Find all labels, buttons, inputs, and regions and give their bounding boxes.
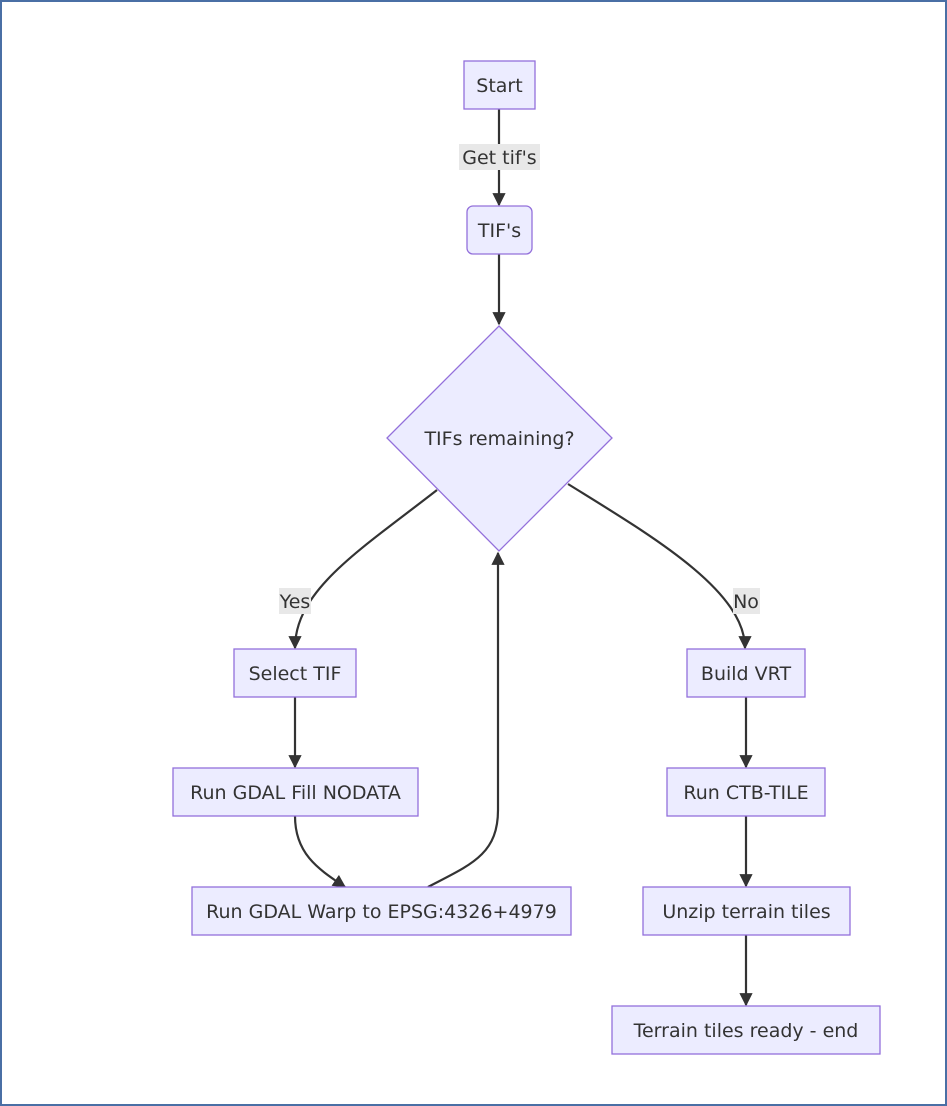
node-build-vrt[interactable]: Build VRT bbox=[686, 648, 806, 698]
node-label: Run GDAL Warp to EPSG:4326+4979 bbox=[206, 901, 557, 923]
node-unzip[interactable]: Unzip terrain tiles bbox=[642, 886, 851, 936]
node-decision[interactable]: TIFs remaining? bbox=[386, 325, 613, 552]
node-tifs[interactable]: TIF's bbox=[466, 205, 533, 255]
node-label: Build VRT bbox=[701, 663, 792, 685]
node-label: Unzip terrain tiles bbox=[662, 901, 830, 923]
edge-label-text: Get tif's bbox=[462, 147, 536, 169]
node-label: Start bbox=[476, 75, 522, 97]
node-label: Select TIF bbox=[249, 663, 342, 685]
edge-decision-vrt bbox=[567, 483, 752, 650]
node-select-tif[interactable]: Select TIF bbox=[233, 648, 357, 698]
edge-label-no: No bbox=[733, 588, 760, 614]
node-fill-nodata[interactable]: Run GDAL Fill NODATA bbox=[172, 767, 419, 817]
node-end[interactable]: Terrain tiles ready - end bbox=[611, 1005, 881, 1055]
node-label: Run GDAL Fill NODATA bbox=[190, 782, 401, 804]
edge-warp-decision bbox=[427, 551, 505, 888]
node-ctb-tile[interactable]: Run CTB-TILE bbox=[666, 767, 826, 817]
edge-fill-warp bbox=[293, 815, 347, 888]
node-start[interactable]: Start bbox=[463, 60, 536, 110]
edge-label-text: Yes bbox=[279, 591, 311, 613]
node-label: TIFs remaining? bbox=[423, 428, 574, 450]
edge-label-yes: Yes bbox=[279, 588, 311, 614]
edges bbox=[288, 109, 753, 1007]
node-label: Terrain tiles ready - end bbox=[633, 1020, 859, 1042]
edge-label-text: No bbox=[733, 591, 759, 613]
node-label: Run CTB-TILE bbox=[683, 782, 808, 804]
node-label: TIF's bbox=[477, 220, 521, 242]
node-warp[interactable]: Run GDAL Warp to EPSG:4326+4979 bbox=[191, 886, 572, 936]
edge-decision-select bbox=[288, 489, 438, 650]
edge-label-get-tifs: Get tif's bbox=[459, 144, 540, 170]
